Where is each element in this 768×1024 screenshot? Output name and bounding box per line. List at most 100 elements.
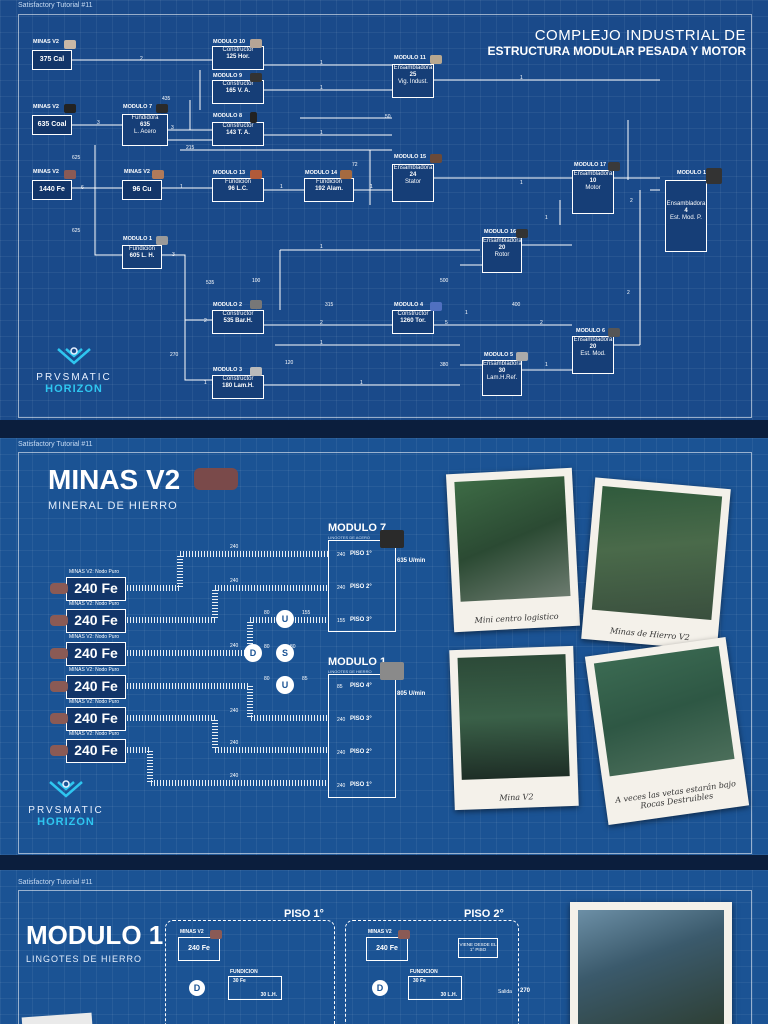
copper-ore-icon	[152, 170, 164, 179]
mine-label: MINAS V2	[33, 169, 59, 175]
flow-number: 315	[325, 302, 334, 308]
flow-number: 1	[370, 184, 373, 190]
flow-number: 3	[97, 120, 100, 126]
floor-name: PISO 4°	[350, 683, 372, 689]
flow-number: 1	[204, 380, 207, 386]
module-value: 1260	[400, 318, 414, 324]
merger-node: U	[276, 610, 294, 628]
belt-number: 85	[302, 676, 308, 682]
floor-name: PISO 1°	[350, 551, 372, 557]
flow-number: 1	[545, 215, 548, 221]
photo-mine-v2	[457, 654, 570, 780]
floor-qty: 85	[337, 684, 343, 690]
flow-number: 215	[186, 145, 195, 151]
flow-number: 435	[162, 96, 171, 102]
iron-ingot-icon	[156, 236, 168, 245]
tutorial-label: Satisfactory Tutorial #11	[18, 441, 93, 448]
floor-title: PISO 2°	[464, 908, 504, 920]
title-line-1: COMPLEJO INDUSTRIAL DE	[534, 27, 746, 44]
module-product: Alam.	[326, 186, 343, 192]
mine-value: 240 Fe	[74, 645, 118, 661]
module-kind: Ensambladora	[483, 238, 522, 244]
floor-name: PISO 2°	[350, 749, 372, 755]
flow-number: 72	[352, 162, 358, 168]
module-value: 24	[409, 172, 417, 178]
flow-number: 6	[81, 185, 84, 191]
belt-number: 155	[302, 610, 311, 616]
flow-number: 380	[440, 362, 449, 368]
brand-logo: PRVSMATIC HORIZON	[26, 778, 106, 828]
module-value: 192	[315, 186, 326, 192]
mine-unit: Coal	[51, 121, 67, 128]
module-total: 635 U/min	[397, 558, 426, 564]
flow-number: 50	[385, 114, 391, 120]
module-value: 125	[226, 54, 237, 60]
iron-ore-icon	[194, 468, 238, 490]
module-kind: Constructor	[222, 81, 254, 87]
mine-label: MINAS V2: Nodo Puro	[69, 569, 120, 575]
module-kind: Fundición	[315, 179, 342, 185]
module-product: Tor.	[415, 318, 426, 324]
module-id: MODULO 17	[574, 162, 607, 168]
iron-ingot-icon	[380, 662, 404, 680]
rotor-icon	[516, 229, 528, 238]
mine-box: 240 Fe	[366, 937, 408, 961]
mine-label: MINAS V2	[368, 929, 392, 935]
module-kind: Ensambladora	[483, 361, 522, 367]
module-value: 20	[589, 344, 597, 350]
module-product: Motor	[585, 185, 601, 191]
iron-ore-icon	[398, 930, 410, 939]
floor-name: PISO 2°	[350, 584, 372, 590]
mine-unit: Fe	[56, 186, 65, 193]
panel-subtitle: MINERAL DE HIERRO	[48, 500, 178, 512]
module-title: MODULO 1	[328, 656, 387, 668]
flow-number: 1	[360, 380, 363, 386]
floor-1-frame	[165, 920, 335, 1024]
diagram-frame	[18, 890, 752, 1024]
exit-label: Salida	[498, 989, 512, 995]
merger-node: U	[276, 676, 294, 694]
divider-node: D	[189, 980, 205, 996]
mine-value: 240 Fe	[74, 678, 118, 694]
belt-number: 240	[230, 643, 239, 649]
floor-title: PISO 1°	[284, 908, 324, 920]
module-id: MODULO 8	[213, 113, 243, 119]
logo-sub: HORIZON	[45, 383, 103, 395]
module-kind: Fundición	[224, 179, 251, 185]
floor-2-frame	[345, 920, 519, 1024]
photo-card: A veces las vetas estarán bajo Rocas Des…	[584, 636, 750, 826]
module-id: MODULO 16	[484, 229, 517, 235]
mine-label: MINAS V2	[124, 169, 150, 175]
mine-box-coal: 635 Coal	[32, 115, 72, 135]
photo-card: Mini centro logistico	[445, 467, 581, 633]
mine-label: MINAS V2	[33, 104, 59, 110]
module-id: MODULO 3	[213, 367, 243, 373]
smelter-output: 30 L.H.	[440, 992, 457, 998]
belt-number: 240	[230, 544, 239, 550]
flow-number: 2	[627, 290, 630, 296]
module-product: V. A.	[237, 88, 251, 94]
floor-qty: 240	[337, 783, 346, 789]
steel-ingot-icon	[380, 530, 404, 548]
module-value: 605	[129, 253, 140, 259]
belt-number: 80	[264, 676, 270, 682]
module-id: MODULO 11	[394, 55, 426, 61]
flow-number: 1	[320, 60, 323, 66]
flow-number: 3	[172, 252, 175, 258]
floor-name: PISO 3°	[350, 716, 372, 722]
belt-number: 240	[230, 740, 239, 746]
heavy-modular-frame-icon	[706, 168, 722, 184]
floor-name: PISO 1°	[350, 782, 372, 788]
flow-number: 1	[465, 310, 468, 316]
flow-number: 2	[540, 320, 543, 326]
mine-label: MINAS V2: Nodo Puro	[69, 699, 120, 705]
diagram-frame	[18, 452, 752, 854]
module-title: MODULO 7	[328, 522, 387, 534]
